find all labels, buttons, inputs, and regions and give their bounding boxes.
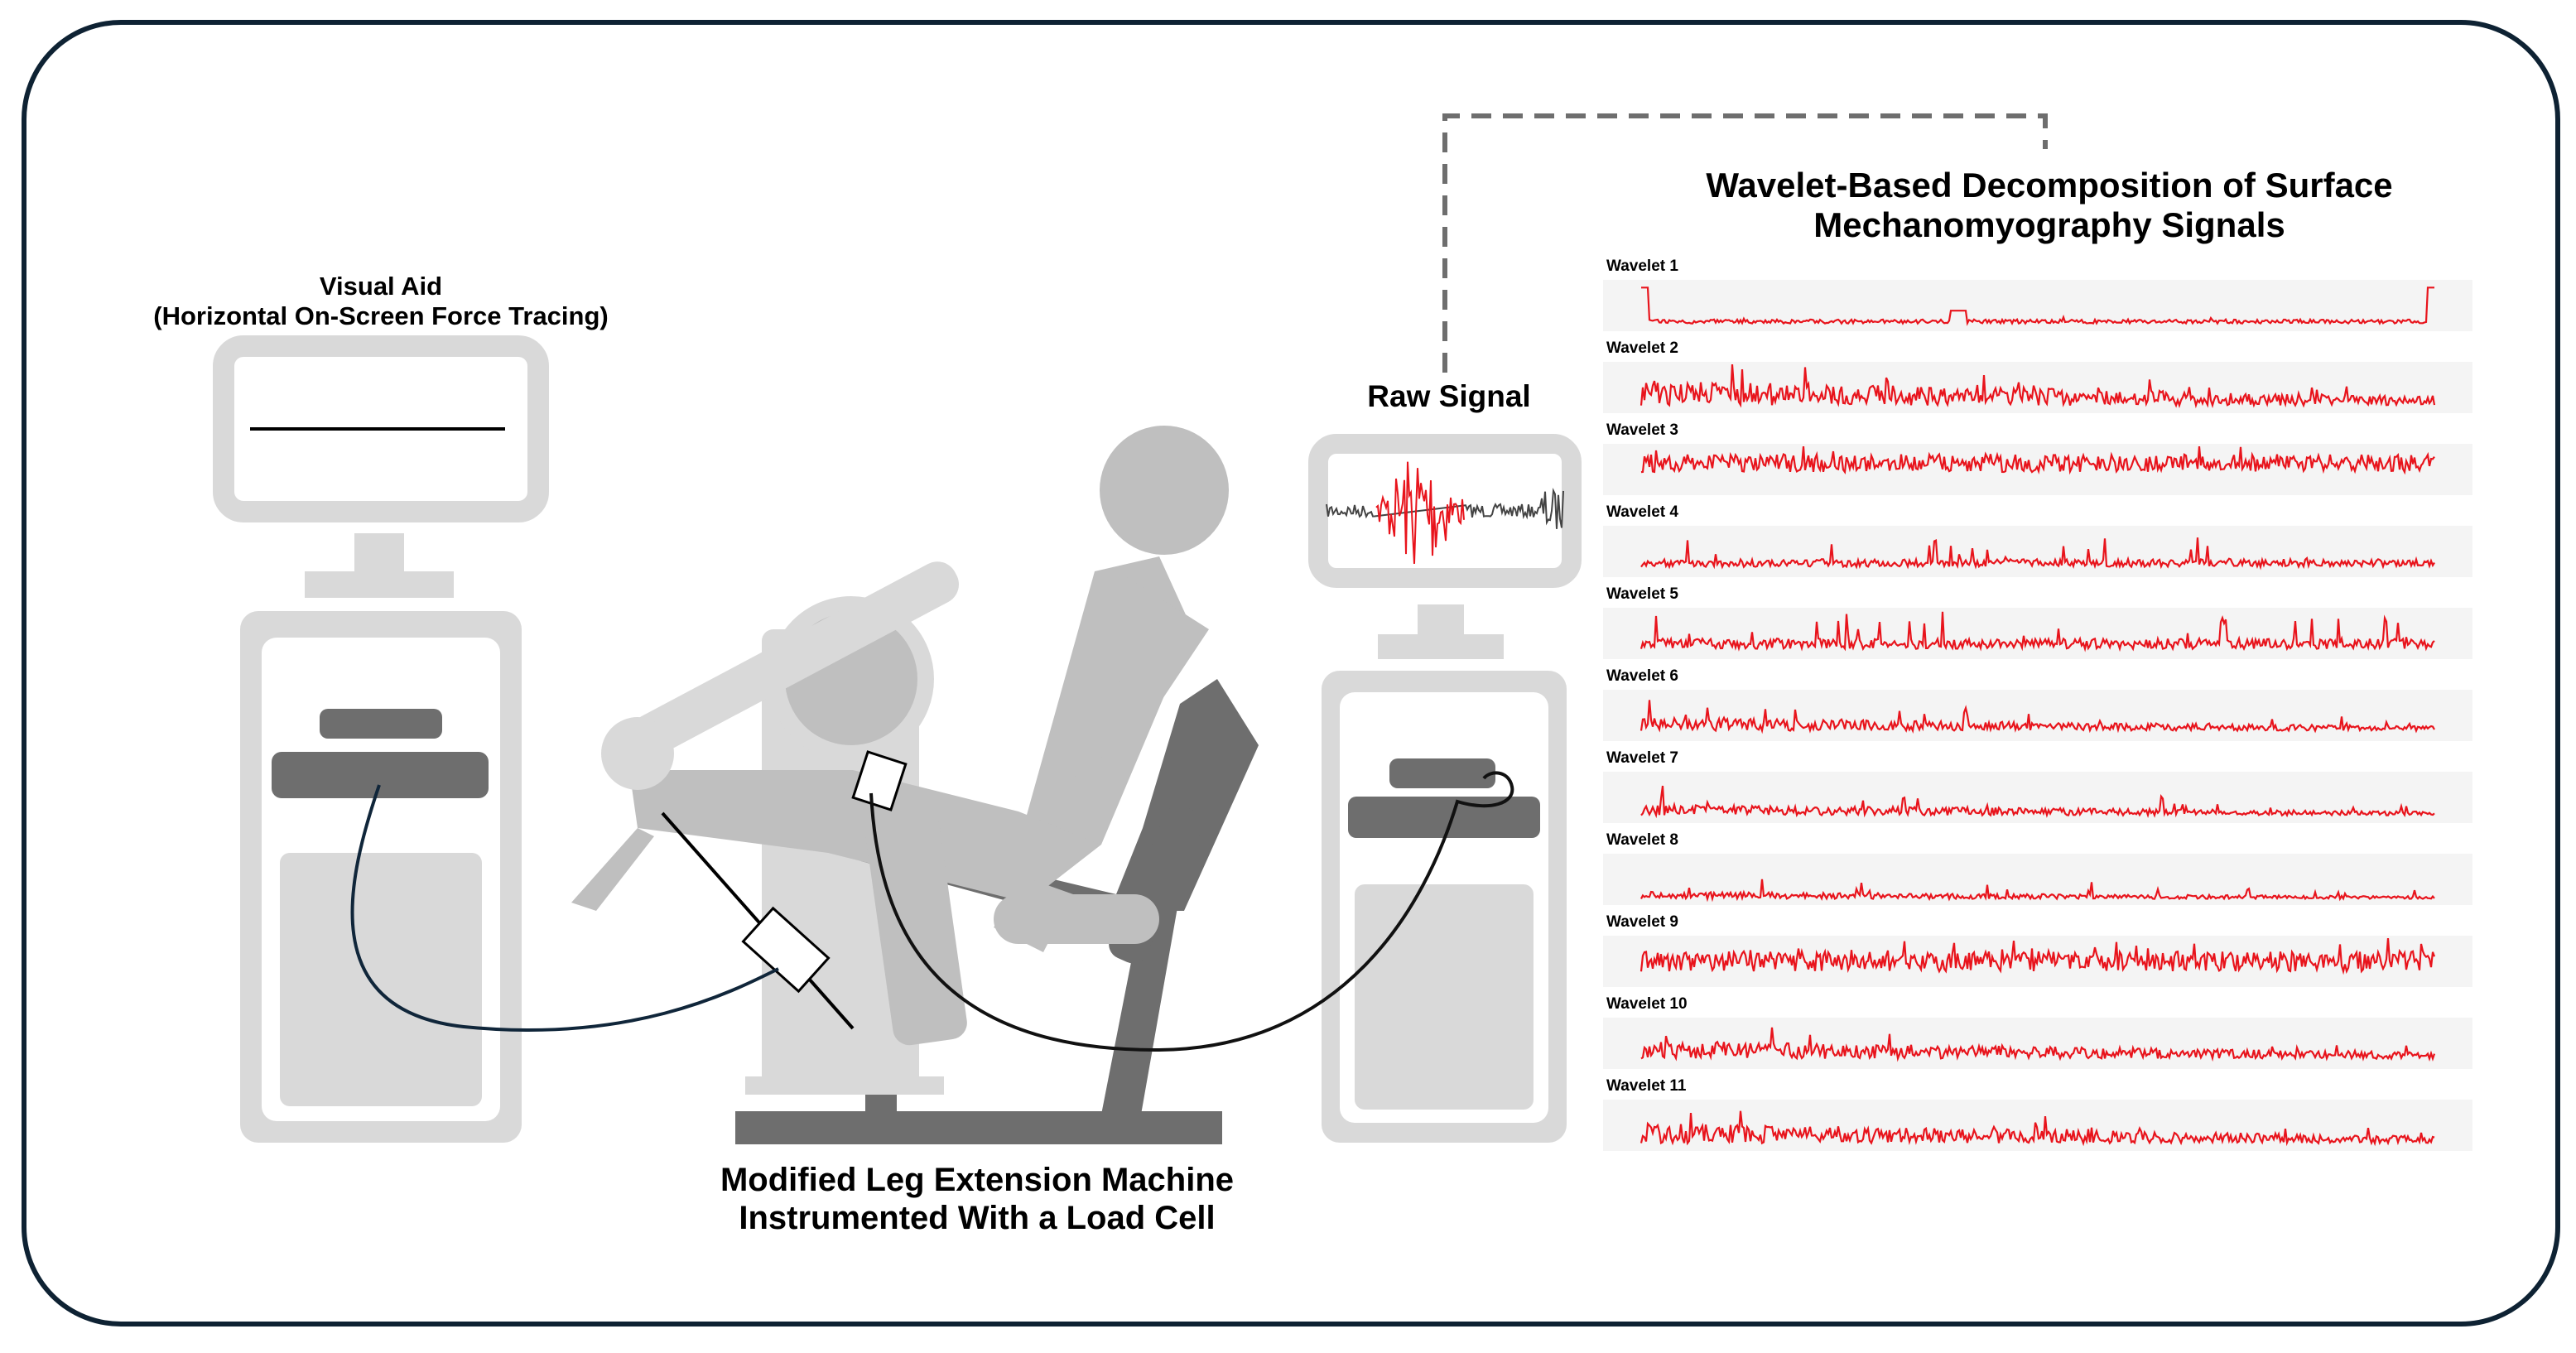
machine-label: Modified Leg Extension Machine Instrumen… xyxy=(629,1161,1325,1237)
seated-participant xyxy=(571,426,1229,1046)
wavelet-label: Wavelet 11 xyxy=(1606,1077,1687,1095)
raw-signal-burst xyxy=(1375,461,1465,564)
wavelet-title-line2: Mechanomyography Signals xyxy=(1813,205,2285,245)
raw-signal-station xyxy=(1308,434,1582,1143)
wavelet-decomposition-panels xyxy=(1603,280,2472,1151)
head xyxy=(1100,426,1229,555)
wavelet-label: Wavelet 10 xyxy=(1606,995,1688,1013)
wavelet-panel xyxy=(1603,1018,2472,1069)
machine-label-line2: Instrumented With a Load Cell xyxy=(739,1200,1216,1236)
wavelet-trace xyxy=(1639,611,2435,652)
wavelet-panel xyxy=(1603,690,2472,741)
raw-signal-monitor xyxy=(1308,434,1582,588)
wavelet-label: Wavelet 7 xyxy=(1606,749,1678,767)
wavelet-label: Wavelet 9 xyxy=(1606,913,1678,931)
wavelet-title-line1: Wavelet-Based Decomposition of Surface xyxy=(1706,166,2393,205)
dashed-connector xyxy=(1442,113,2048,373)
load-cell xyxy=(661,811,855,1030)
sensor-cable xyxy=(869,771,1514,1052)
wavelet-label: Wavelet 5 xyxy=(1606,585,1678,603)
lever-arm xyxy=(631,561,959,757)
visual-aid-title: Visual Aid xyxy=(319,272,443,301)
wavelet-trace xyxy=(1639,1110,2435,1147)
raw-signal-baseline xyxy=(1326,488,1564,529)
wavelet-label: Wavelet 4 xyxy=(1606,503,1678,521)
visual-aid-station xyxy=(213,335,549,1143)
visual-aid-label: Visual Aid (Horizontal On-Screen Force T… xyxy=(99,272,662,330)
wavelet-panel xyxy=(1603,526,2472,577)
wavelet-trace xyxy=(1639,938,2436,975)
wavelet-trace xyxy=(1639,364,2436,409)
wavelet-label: Wavelet 2 xyxy=(1606,339,1678,357)
wavelet-section-title: Wavelet-Based Decomposition of Surface M… xyxy=(1573,166,2525,246)
machine-label-line1: Modified Leg Extension Machine xyxy=(720,1162,1235,1198)
wavelet-trace xyxy=(1640,537,2435,571)
wavelet-label: Wavelet 8 xyxy=(1606,831,1678,849)
wavelet-label: Wavelet 1 xyxy=(1606,258,1678,275)
wavelet-panel xyxy=(1603,1100,2472,1151)
raw-signal-label: Raw Signal xyxy=(1367,379,1531,413)
wavelet-trace xyxy=(1640,1027,2436,1062)
wavelet-trace xyxy=(1639,700,2435,734)
load-cell-cable xyxy=(350,784,779,1032)
visual-aid-subtitle: (Horizontal On-Screen Force Tracing) xyxy=(153,301,609,330)
wavelet-label: Wavelet 3 xyxy=(1606,421,1678,439)
wavelet-panel xyxy=(1603,772,2472,823)
wavelet-trace xyxy=(1640,785,2435,819)
wavelet-trace xyxy=(1641,286,2434,326)
wavelet-label: Wavelet 6 xyxy=(1606,667,1678,685)
wavelet-panel xyxy=(1603,608,2472,659)
wavelet-trace xyxy=(1640,446,2435,475)
wavelet-trace xyxy=(1640,879,2435,903)
shin-pad xyxy=(601,717,674,790)
